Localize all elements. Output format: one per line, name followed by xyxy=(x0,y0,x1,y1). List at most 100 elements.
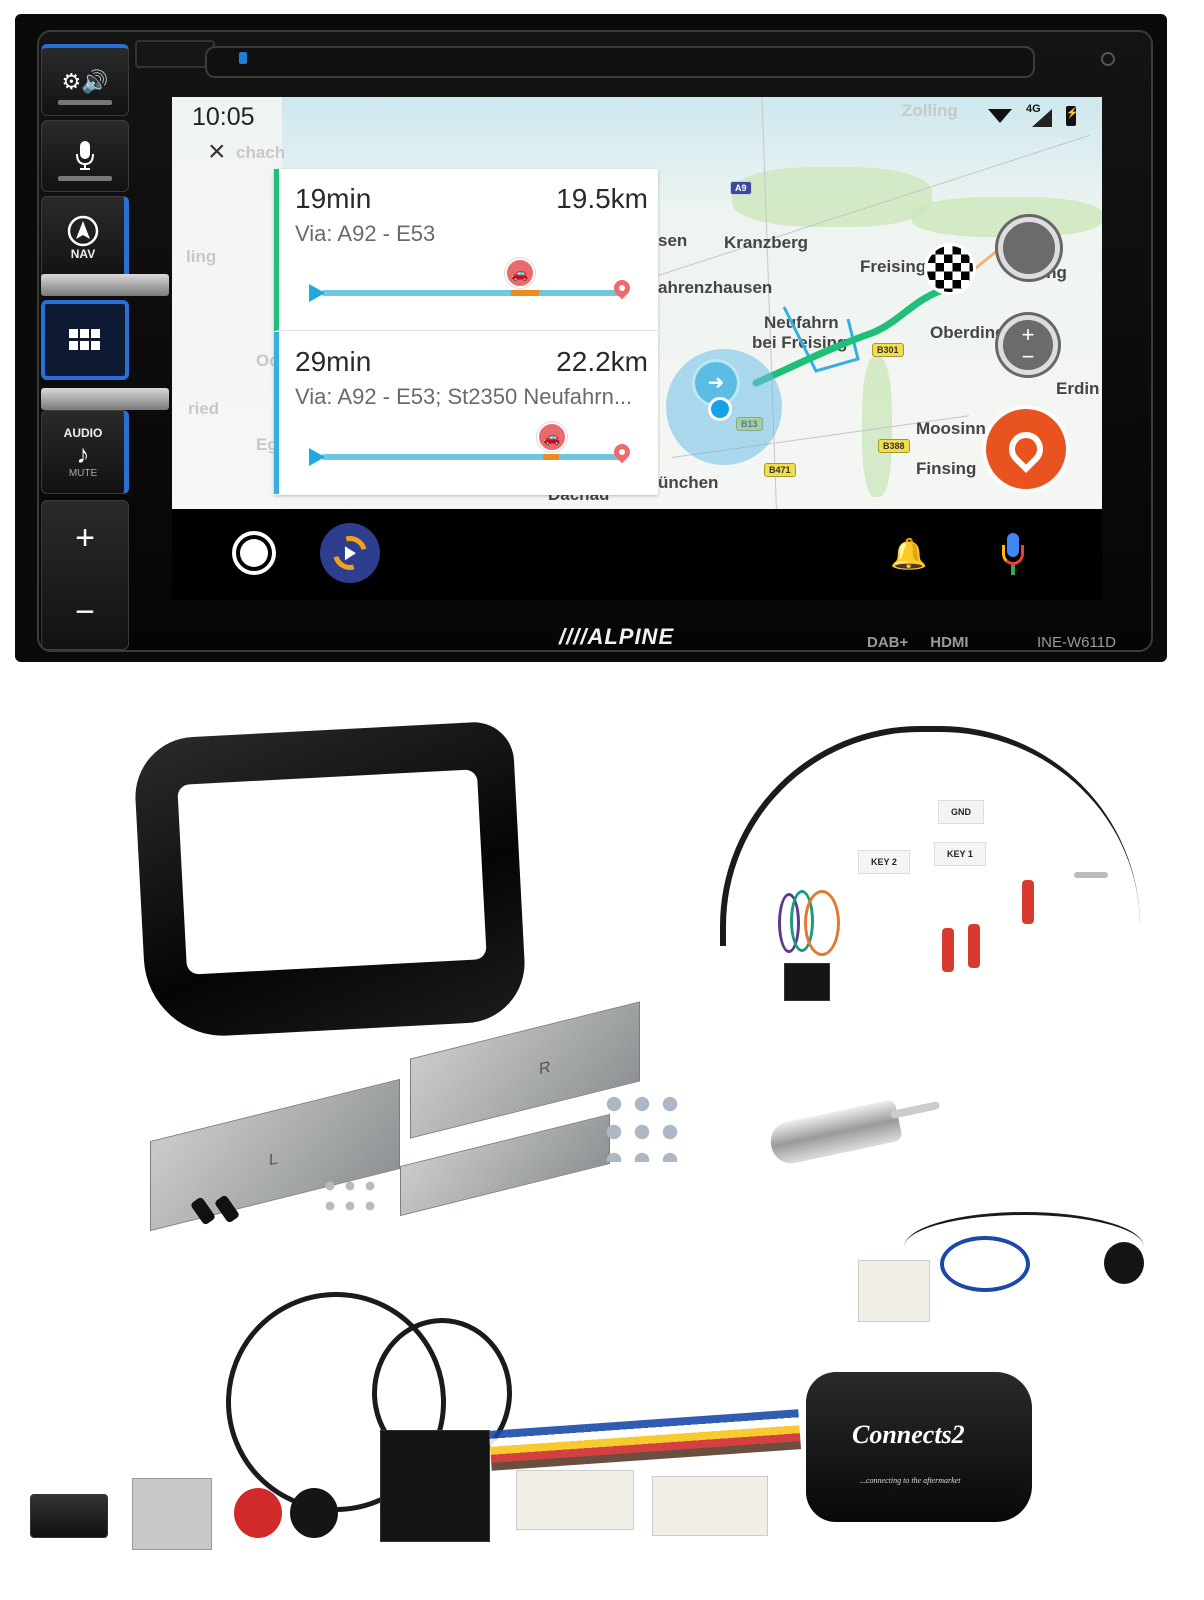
close-icon[interactable]: × xyxy=(208,135,226,168)
fascia-frame xyxy=(120,705,540,1045)
bracket-label: R xyxy=(539,1058,551,1079)
map-label: Neufahrn xyxy=(764,313,839,332)
map-label-faded: Eg xyxy=(256,435,278,454)
traffic-car-icon: 🚗 xyxy=(504,258,535,288)
loop-wire-orange xyxy=(804,890,840,956)
settings-audio-button[interactable]: ⚙🔊 xyxy=(41,44,129,116)
map-label: Zolling xyxy=(902,101,958,120)
music-note-icon: ♪ xyxy=(76,438,90,469)
route-option[interactable]: 29min 22.2km Via: A92 - E53; St2350 Neuf… xyxy=(274,332,658,494)
connects2-logo: Connects2 xyxy=(852,1420,965,1449)
steering-interface-box: Connects2 ...connecting to the aftermark… xyxy=(806,1372,1032,1522)
start-arrow-icon xyxy=(309,448,325,466)
disc-led-indicator xyxy=(239,52,247,64)
destination-checkered-flag-icon xyxy=(924,243,976,295)
route-via: Via: A92 - E53; St2350 Neufahrn... xyxy=(295,384,633,409)
status-icons: 4G xyxy=(988,103,1078,127)
map-label: Freising xyxy=(860,257,927,276)
gear-speaker-icon: ⚙🔊 xyxy=(61,68,109,94)
bracket-label: L xyxy=(269,1150,278,1170)
map-label: Kranzberg xyxy=(724,233,809,252)
vehicle-plug-white xyxy=(516,1470,634,1530)
zoom-in-icon[interactable]: + xyxy=(1021,322,1035,347)
map-label-faded: ried xyxy=(188,399,220,418)
antenna-cable-blue xyxy=(940,1236,1030,1292)
brand-logo: ////ALPINE xyxy=(559,624,675,649)
zoom-control[interactable]: + − xyxy=(998,315,1058,375)
voice-button[interactable] xyxy=(41,120,129,192)
usb-socket xyxy=(132,1478,212,1550)
start-arrow-icon xyxy=(309,284,325,302)
reset-button[interactable] xyxy=(1101,52,1115,66)
traffic-car-icon: 🚗 xyxy=(536,422,567,452)
spring-clips xyxy=(600,1090,684,1162)
antenna-adapter xyxy=(767,1098,903,1168)
road-shield: B301 xyxy=(872,343,904,357)
gnd-label: GND xyxy=(938,800,984,824)
mute-label: MUTE xyxy=(68,467,98,479)
colored-wires xyxy=(488,1409,802,1471)
audio-button[interactable]: AUDIO ♪ MUTE xyxy=(41,410,129,494)
android-auto-navbar: 🔔 xyxy=(172,509,1102,600)
recenter-icon: ➜ xyxy=(707,372,725,394)
route-via: Via: A92 - E53 xyxy=(295,221,436,246)
status-time: 10:05 xyxy=(192,103,255,131)
antenna-socket xyxy=(1104,1242,1144,1284)
compass-button[interactable] xyxy=(998,217,1060,279)
route-timeline: 🚗 xyxy=(309,258,634,304)
antenna-plug-white xyxy=(858,1260,930,1322)
apps-button[interactable] xyxy=(41,300,129,380)
battery-charging-icon xyxy=(1066,106,1078,126)
red-terminal xyxy=(942,928,954,972)
wifi-icon xyxy=(988,109,1012,123)
map-label: Finsing xyxy=(916,459,977,478)
sd-slot-cover xyxy=(135,40,215,68)
android-auto-screen: Zolling Kranzberg Freising Eitting ahren… xyxy=(172,97,1102,600)
plus-icon[interactable]: + xyxy=(75,518,95,557)
google-assistant-mic-icon[interactable] xyxy=(1002,533,1024,577)
dab-badge: DAB+ xyxy=(867,634,909,651)
map-label-faded: ling xyxy=(186,247,217,266)
connects2-tagline: ...connecting to the aftermarket xyxy=(860,1476,961,1485)
hdmi-badge: HDMI xyxy=(930,634,969,651)
search-destination-button[interactable] xyxy=(986,409,1066,489)
nav-button[interactable]: NAV xyxy=(41,196,129,280)
notification-bell-icon[interactable]: 🔔 xyxy=(890,538,928,571)
map-label: Oberding xyxy=(930,323,1006,342)
map-label: sen xyxy=(658,231,688,250)
key1-label: KEY 1 xyxy=(934,842,986,866)
media-app-icon[interactable] xyxy=(320,523,380,583)
feature-badges: DAB+ HDMI xyxy=(867,634,969,651)
grid-icon xyxy=(69,329,100,350)
iso-connector xyxy=(380,1430,490,1542)
road-shield: B388 xyxy=(878,439,910,453)
rca-black-plug xyxy=(290,1488,338,1538)
route-duration: 19min xyxy=(295,183,372,214)
rca-red-plug xyxy=(234,1488,282,1538)
model-number: INE-W611D xyxy=(1037,634,1116,651)
route-option[interactable]: 19min 19.5km Via: A92 - E53 🚗 xyxy=(274,169,658,331)
route-distance: 22.2km xyxy=(556,346,648,377)
minus-icon[interactable]: − xyxy=(75,592,95,631)
zoom-out-icon[interactable]: − xyxy=(1021,344,1035,369)
vehicle-plug-white xyxy=(652,1476,768,1536)
route-distance: 19.5km xyxy=(556,183,648,214)
nav-button-label: NAV xyxy=(70,247,96,261)
map-view[interactable]: Zolling Kranzberg Freising Eitting ahren… xyxy=(172,97,1102,509)
antenna-pin xyxy=(889,1100,941,1120)
map-label: Erdin xyxy=(1056,379,1100,398)
button-bar xyxy=(58,100,112,105)
road-shield: B471 xyxy=(764,463,796,477)
button-bar xyxy=(58,176,112,181)
home-icon[interactable] xyxy=(232,531,276,575)
map-label: ünchen xyxy=(658,473,719,492)
map-left-fade xyxy=(172,97,282,509)
map-label: ahrenzhausen xyxy=(658,278,773,297)
screws-group xyxy=(320,1176,380,1220)
audio-button-label: AUDIO xyxy=(63,425,103,440)
map-label-faded: chach xyxy=(236,143,286,162)
route-options-panel: 19min 19.5km Via: A92 - E53 🚗 29min 22.2… xyxy=(274,169,658,495)
side-button-column: ⚙🔊 NAV AU xyxy=(41,44,169,650)
volume-rocker[interactable]: + − xyxy=(41,500,129,650)
route-duration: 29min xyxy=(295,346,372,377)
